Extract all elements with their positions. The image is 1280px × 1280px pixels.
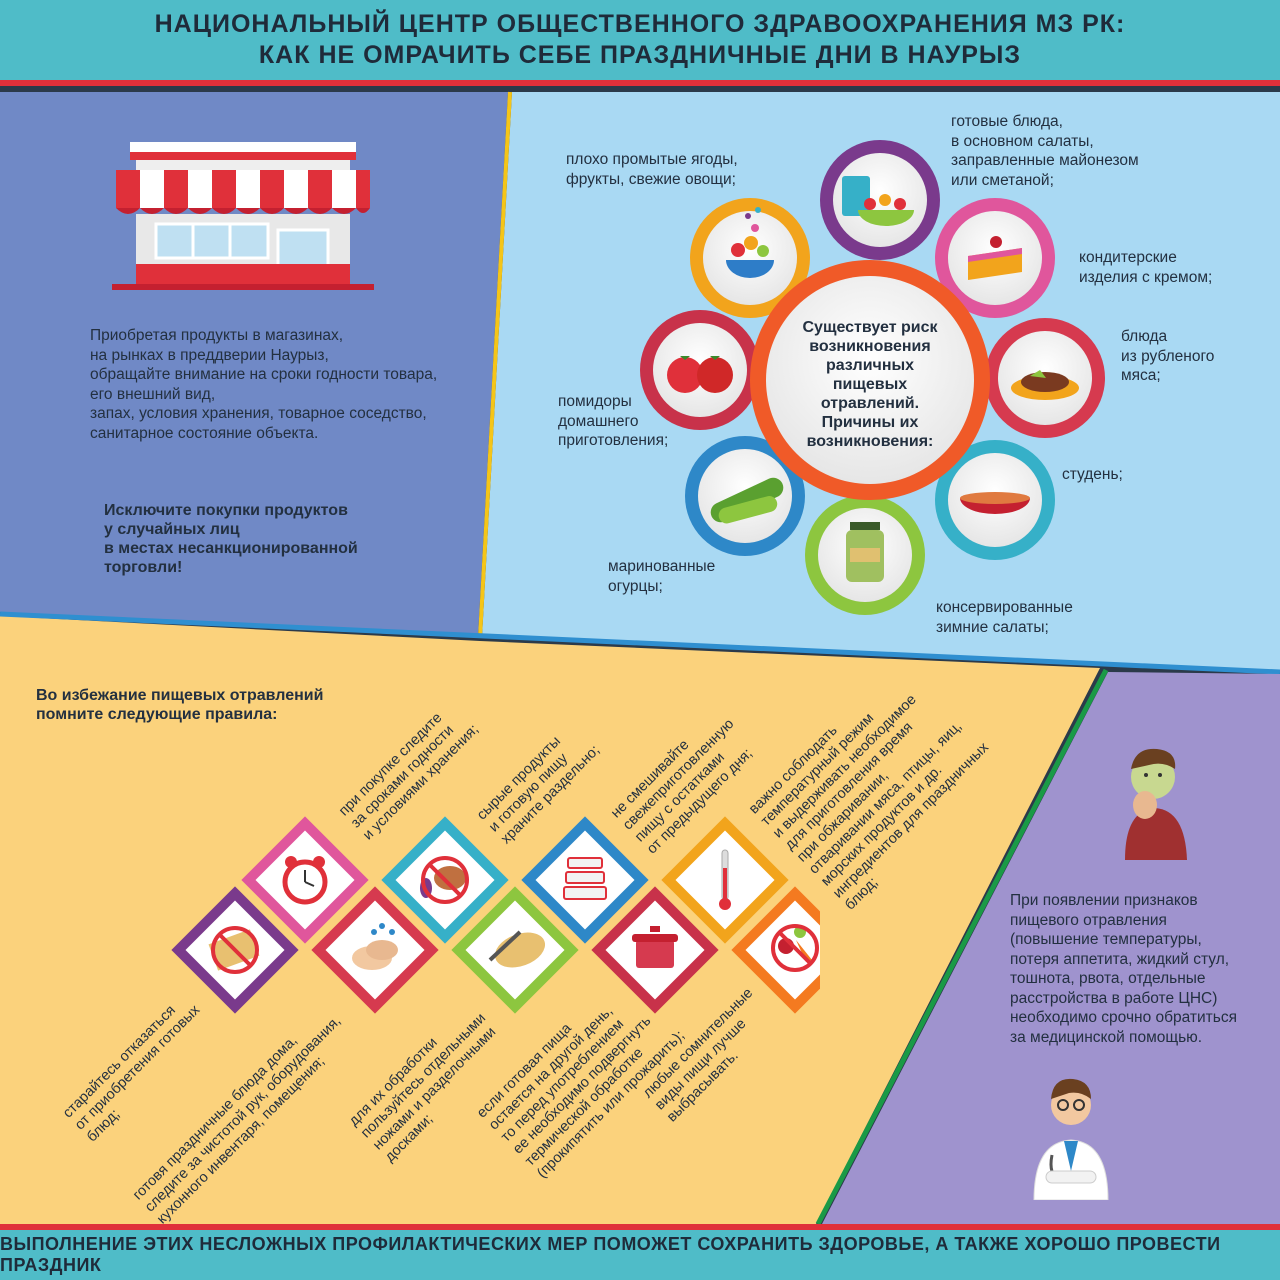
risk-label-salad: готовые блюда, в основном салаты, заправ…	[951, 113, 1139, 189]
risk-label-cake: кондитерские изделия с кремом;	[1079, 249, 1213, 286]
no-pizza-icon	[208, 926, 260, 974]
cake-icon	[968, 236, 1022, 280]
sick-person-icon	[1125, 748, 1187, 860]
cooking-pot-icon	[632, 926, 678, 968]
risk-label-fruit: плохо промытые ягоды, фрукты, свежие ово…	[566, 151, 738, 188]
risk-label-jelly: студень;	[1062, 466, 1123, 483]
rules-panel	[0, 616, 1100, 1224]
salad-icon	[842, 176, 914, 226]
shop-warning-text: Исключите покупки продуктов у случайных …	[104, 502, 358, 576]
footer-banner: ВЫПОЛНЕНИЕ ЭТИХ НЕСЛОЖНЫХ ПРОФИЛАКТИЧЕСК…	[0, 1224, 1280, 1280]
risk-label-tomato: помидоры домашнего приготовления;	[558, 393, 669, 449]
minced-meat-icon	[1011, 370, 1079, 400]
header-banner: НАЦИОНАЛЬНЫЙ ЦЕНТР ОБЩЕСТВЕННОГО ЗДРАВОО…	[0, 0, 1280, 86]
risk-item-salad	[820, 140, 940, 260]
containers-icon	[563, 857, 607, 900]
rules-title: Во избежание пищевых отравлений помните …	[36, 687, 324, 723]
header-title-line1: НАЦИОНАЛЬНЫЙ ЦЕНТР ОБЩЕСТВЕННОГО ЗДРАВОО…	[154, 10, 1126, 38]
shop-panel	[0, 92, 508, 637]
risk-item-jelly	[935, 440, 1055, 560]
tomato-icon	[667, 356, 733, 393]
jar-icon	[846, 522, 884, 582]
cucumber-icon	[710, 477, 784, 524]
risk-center-text: Существует риск возникновения различных …	[802, 319, 938, 450]
risk-item-tomato	[640, 310, 760, 430]
no-raw-food-icon	[420, 856, 469, 904]
no-vegetables-icon	[771, 924, 819, 972]
risk-item-meat	[985, 318, 1105, 438]
shop-advice-text: Приобретая продукты в магазинах, на рынк…	[90, 327, 438, 442]
alarm-clock-icon	[282, 856, 328, 905]
cutting-board-icon	[488, 930, 546, 968]
risk-label-cucumber: маринованные огурцы;	[608, 558, 716, 595]
shop-icon	[112, 142, 374, 290]
rule-diamonds	[171, 816, 820, 1014]
doctor-icon	[1033, 1078, 1109, 1200]
thermometer-icon	[719, 849, 731, 910]
risk-item-cake	[935, 198, 1055, 318]
risk-item-jar	[805, 495, 925, 615]
header-title-line2: КАК НЕ ОМРАЧИТЬ СЕБЕ ПРАЗДНИЧНЫЕ ДНИ В Н…	[258, 41, 1022, 69]
fruit-bowl-icon	[726, 207, 774, 278]
risk-item-cucumber	[685, 436, 805, 556]
risk-label-jar: консервированные зимние салаты;	[936, 599, 1073, 636]
symptoms-panel	[822, 672, 1280, 1224]
footer-text: ВЫПОЛНЕНИЕ ЭТИХ НЕСЛОЖНЫХ ПРОФИЛАКТИЧЕСК…	[0, 1234, 1221, 1275]
jelly-dish-icon	[960, 492, 1030, 514]
symptoms-text: При появлении признаков пищевого отравле…	[1010, 892, 1237, 1046]
risk-label-meat: блюда из рубленого мяса;	[1121, 328, 1215, 384]
risk-item-fruit	[690, 198, 810, 318]
hand-wash-icon	[352, 923, 398, 970]
risk-flower	[640, 140, 1105, 615]
